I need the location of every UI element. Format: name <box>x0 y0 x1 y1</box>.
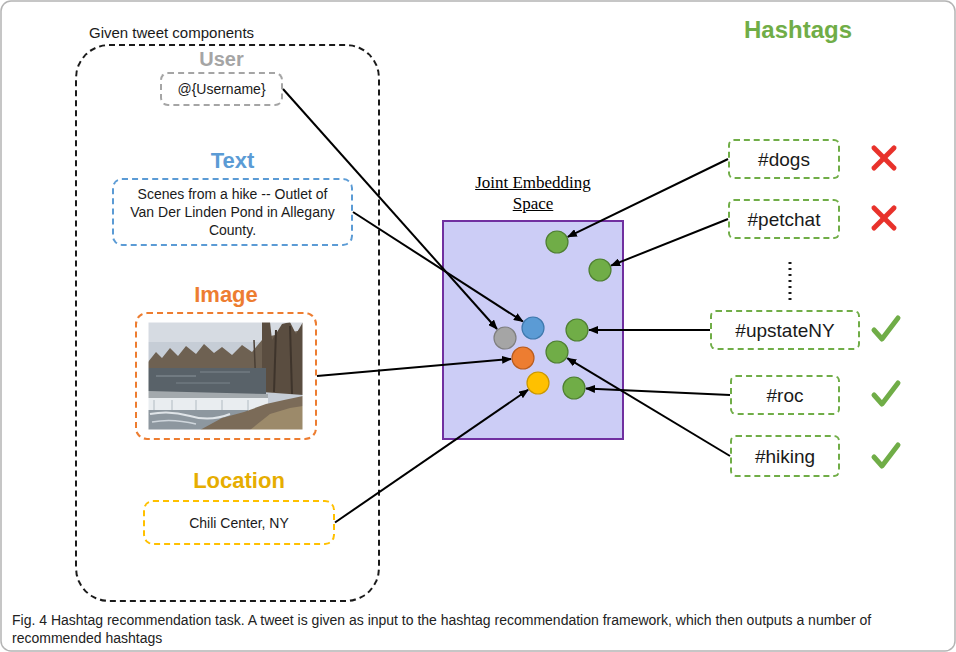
hashtag-box: #petchat <box>728 199 840 239</box>
reject-mark <box>874 148 894 228</box>
node-text: Chili Center, NY <box>183 514 295 532</box>
connector-arrow <box>568 159 728 237</box>
node-text: @{Username} <box>171 80 271 98</box>
connector-arrow <box>335 390 528 523</box>
group-container: Given tweet componentsUser@{Username}Tex… <box>75 44 380 602</box>
ellipsis-dots <box>789 262 792 302</box>
node-heading: Joint Embedding Space <box>463 172 603 214</box>
connector-arrow <box>589 329 710 331</box>
component-box: User@{Username} <box>160 72 283 106</box>
figure-caption: Fig. 4 Hashtag recommendation task. A tw… <box>12 611 942 647</box>
node-text: #petchat <box>742 207 827 232</box>
node-text: #dogs <box>752 147 816 172</box>
node-text: #upstateNY <box>729 318 840 343</box>
node-heading: Location <box>115 468 363 494</box>
connector-arrow <box>611 219 728 266</box>
node-text: #hiking <box>749 444 821 469</box>
node-heading: User <box>132 47 311 71</box>
node-heading: Image <box>107 282 345 308</box>
component-box: LocationChili Center, NY <box>143 500 335 545</box>
hashtag-box: #roc <box>730 375 840 415</box>
component-box: TextScenes from a hike -- Outlet of Van … <box>112 178 353 246</box>
hike-photo <box>148 322 303 430</box>
accept-mark <box>874 318 898 466</box>
node-heading: Text <box>84 148 381 174</box>
section-heading: Hashtags <box>728 16 868 44</box>
node-text: Scenes from a hike -- Outlet of Van Der … <box>114 185 351 239</box>
hashtag-box: #upstateNY <box>710 310 860 350</box>
hashtag-box: #dogs <box>728 139 840 179</box>
node-text: #roc <box>761 383 810 408</box>
hashtag-box: #hiking <box>730 435 840 477</box>
component-box: Image <box>135 312 317 440</box>
node-heading: Given tweet components <box>89 24 254 42</box>
